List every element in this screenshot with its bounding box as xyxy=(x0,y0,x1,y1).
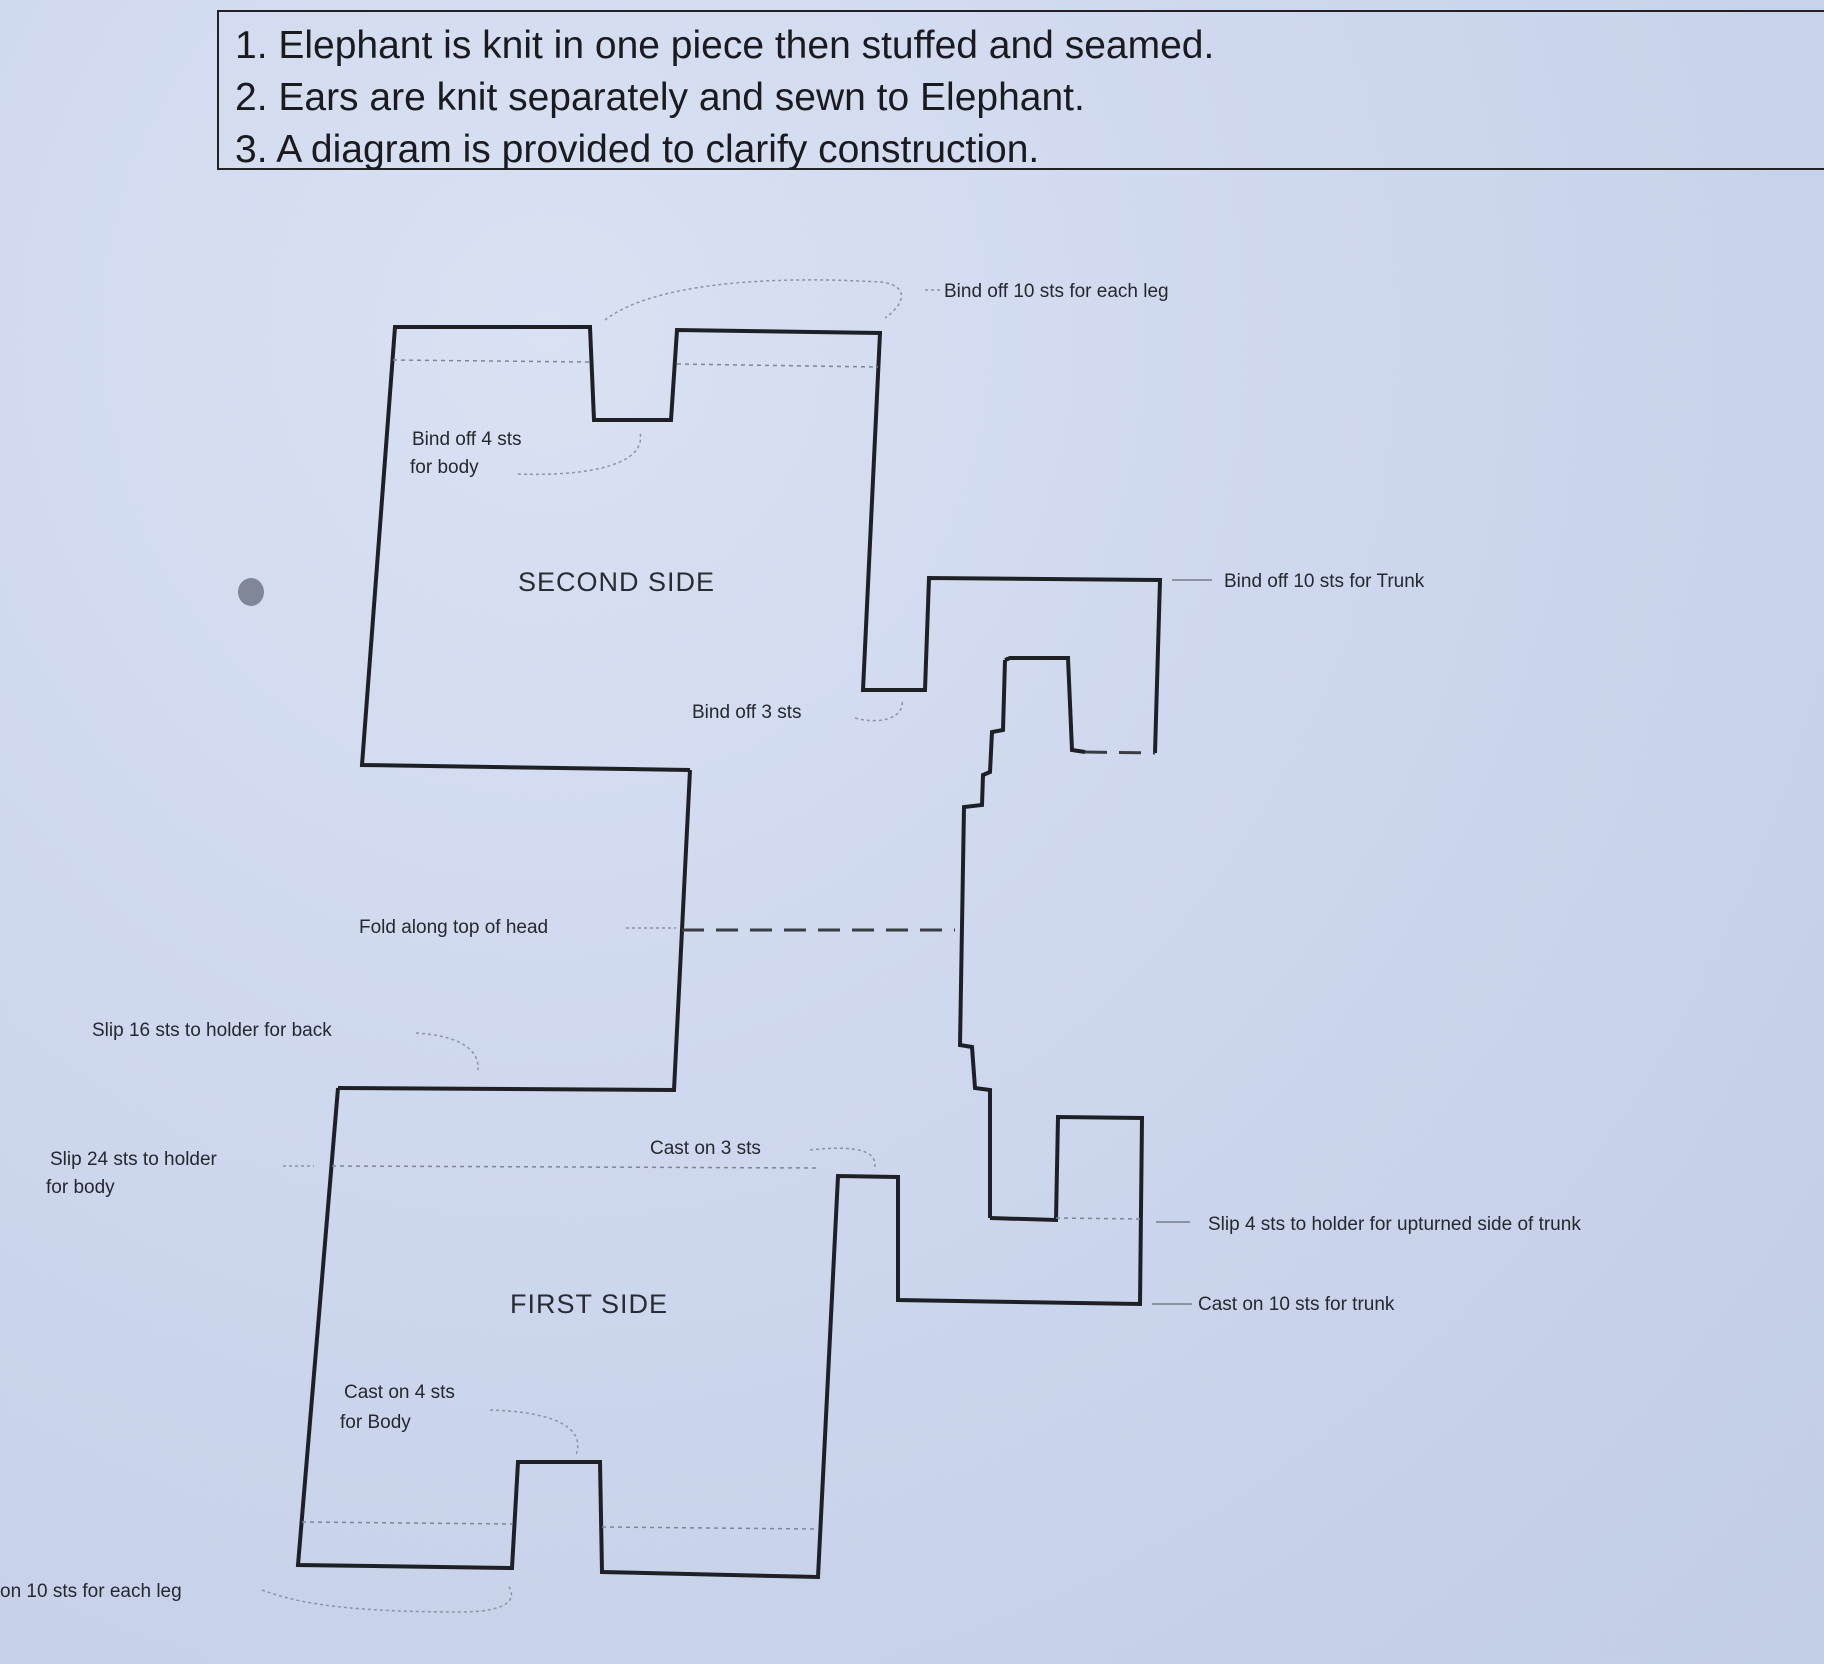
trunk-notch-top xyxy=(1004,656,1086,754)
label-slip-16: Slip 16 sts to holder for back xyxy=(92,1020,332,1041)
label-bind-off-trunk: Bind off 10 sts for Trunk xyxy=(1224,571,1425,592)
notes-box: 1. Elephant is knit in one piece then st… xyxy=(217,10,1824,171)
head-stepped-edge xyxy=(957,659,1007,1218)
label-cast-on-legs: on 10 sts for each leg xyxy=(0,1581,182,1602)
label-cast-on-3: Cast on 3 sts xyxy=(650,1138,761,1159)
label-bind-off-legs: Bind off 10 sts for each leg xyxy=(944,281,1169,302)
first-side-outline xyxy=(295,1087,1145,1580)
second-side-label: SECOND SIDE xyxy=(518,567,715,597)
leader-cast-on-body xyxy=(489,1409,579,1456)
leader-bind-off-body xyxy=(517,431,642,476)
label-slip-4: Slip 4 sts to holder for upturned side o… xyxy=(1208,1214,1581,1235)
trunk-holder-line xyxy=(1055,1217,1141,1220)
note-1: 1. Elephant is knit in one piece then st… xyxy=(235,24,1215,67)
neck-outline xyxy=(337,769,692,1093)
leader-bind-off-legs xyxy=(604,279,903,321)
leader-slip-16 xyxy=(415,1032,479,1071)
second-side-top-dotline-left xyxy=(392,359,591,363)
label-slip-24-2: for body xyxy=(46,1177,115,1198)
first-side-label: FIRST SIDE xyxy=(510,1289,668,1319)
second-side-top-dotline-right xyxy=(676,363,879,368)
note-2: 2. Ears are knit separately and sewn to … xyxy=(235,76,1085,119)
trunk-notch-dash xyxy=(1084,750,1156,755)
label-fold: Fold along top of head xyxy=(359,917,548,938)
label-bind-off-body-2: for body xyxy=(410,457,479,478)
first-side-holder-line xyxy=(331,1165,821,1169)
ink-smudge xyxy=(238,578,264,606)
leader-cast-on-3 xyxy=(809,1147,876,1171)
leader-bind-off-3 xyxy=(854,699,903,722)
leader-cast-on-legs xyxy=(261,1584,513,1613)
label-bind-off-3: Bind off 3 sts xyxy=(692,702,802,723)
note-3: 3. A diagram is provided to clarify cons… xyxy=(235,128,1040,171)
first-side-bottom-line-right xyxy=(601,1526,817,1530)
label-cast-on-body-1: Cast on 4 sts xyxy=(344,1382,455,1403)
second-side-outline xyxy=(359,325,1163,772)
first-side-bottom-line-left xyxy=(301,1521,513,1525)
label-cast-on-body-2: for Body xyxy=(340,1412,411,1433)
label-cast-on-trunk: Cast on 10 sts for trunk xyxy=(1198,1294,1395,1315)
label-bind-off-body-1: Bind off 4 sts xyxy=(412,429,522,450)
label-slip-24-1: Slip 24 sts to holder xyxy=(50,1149,218,1170)
